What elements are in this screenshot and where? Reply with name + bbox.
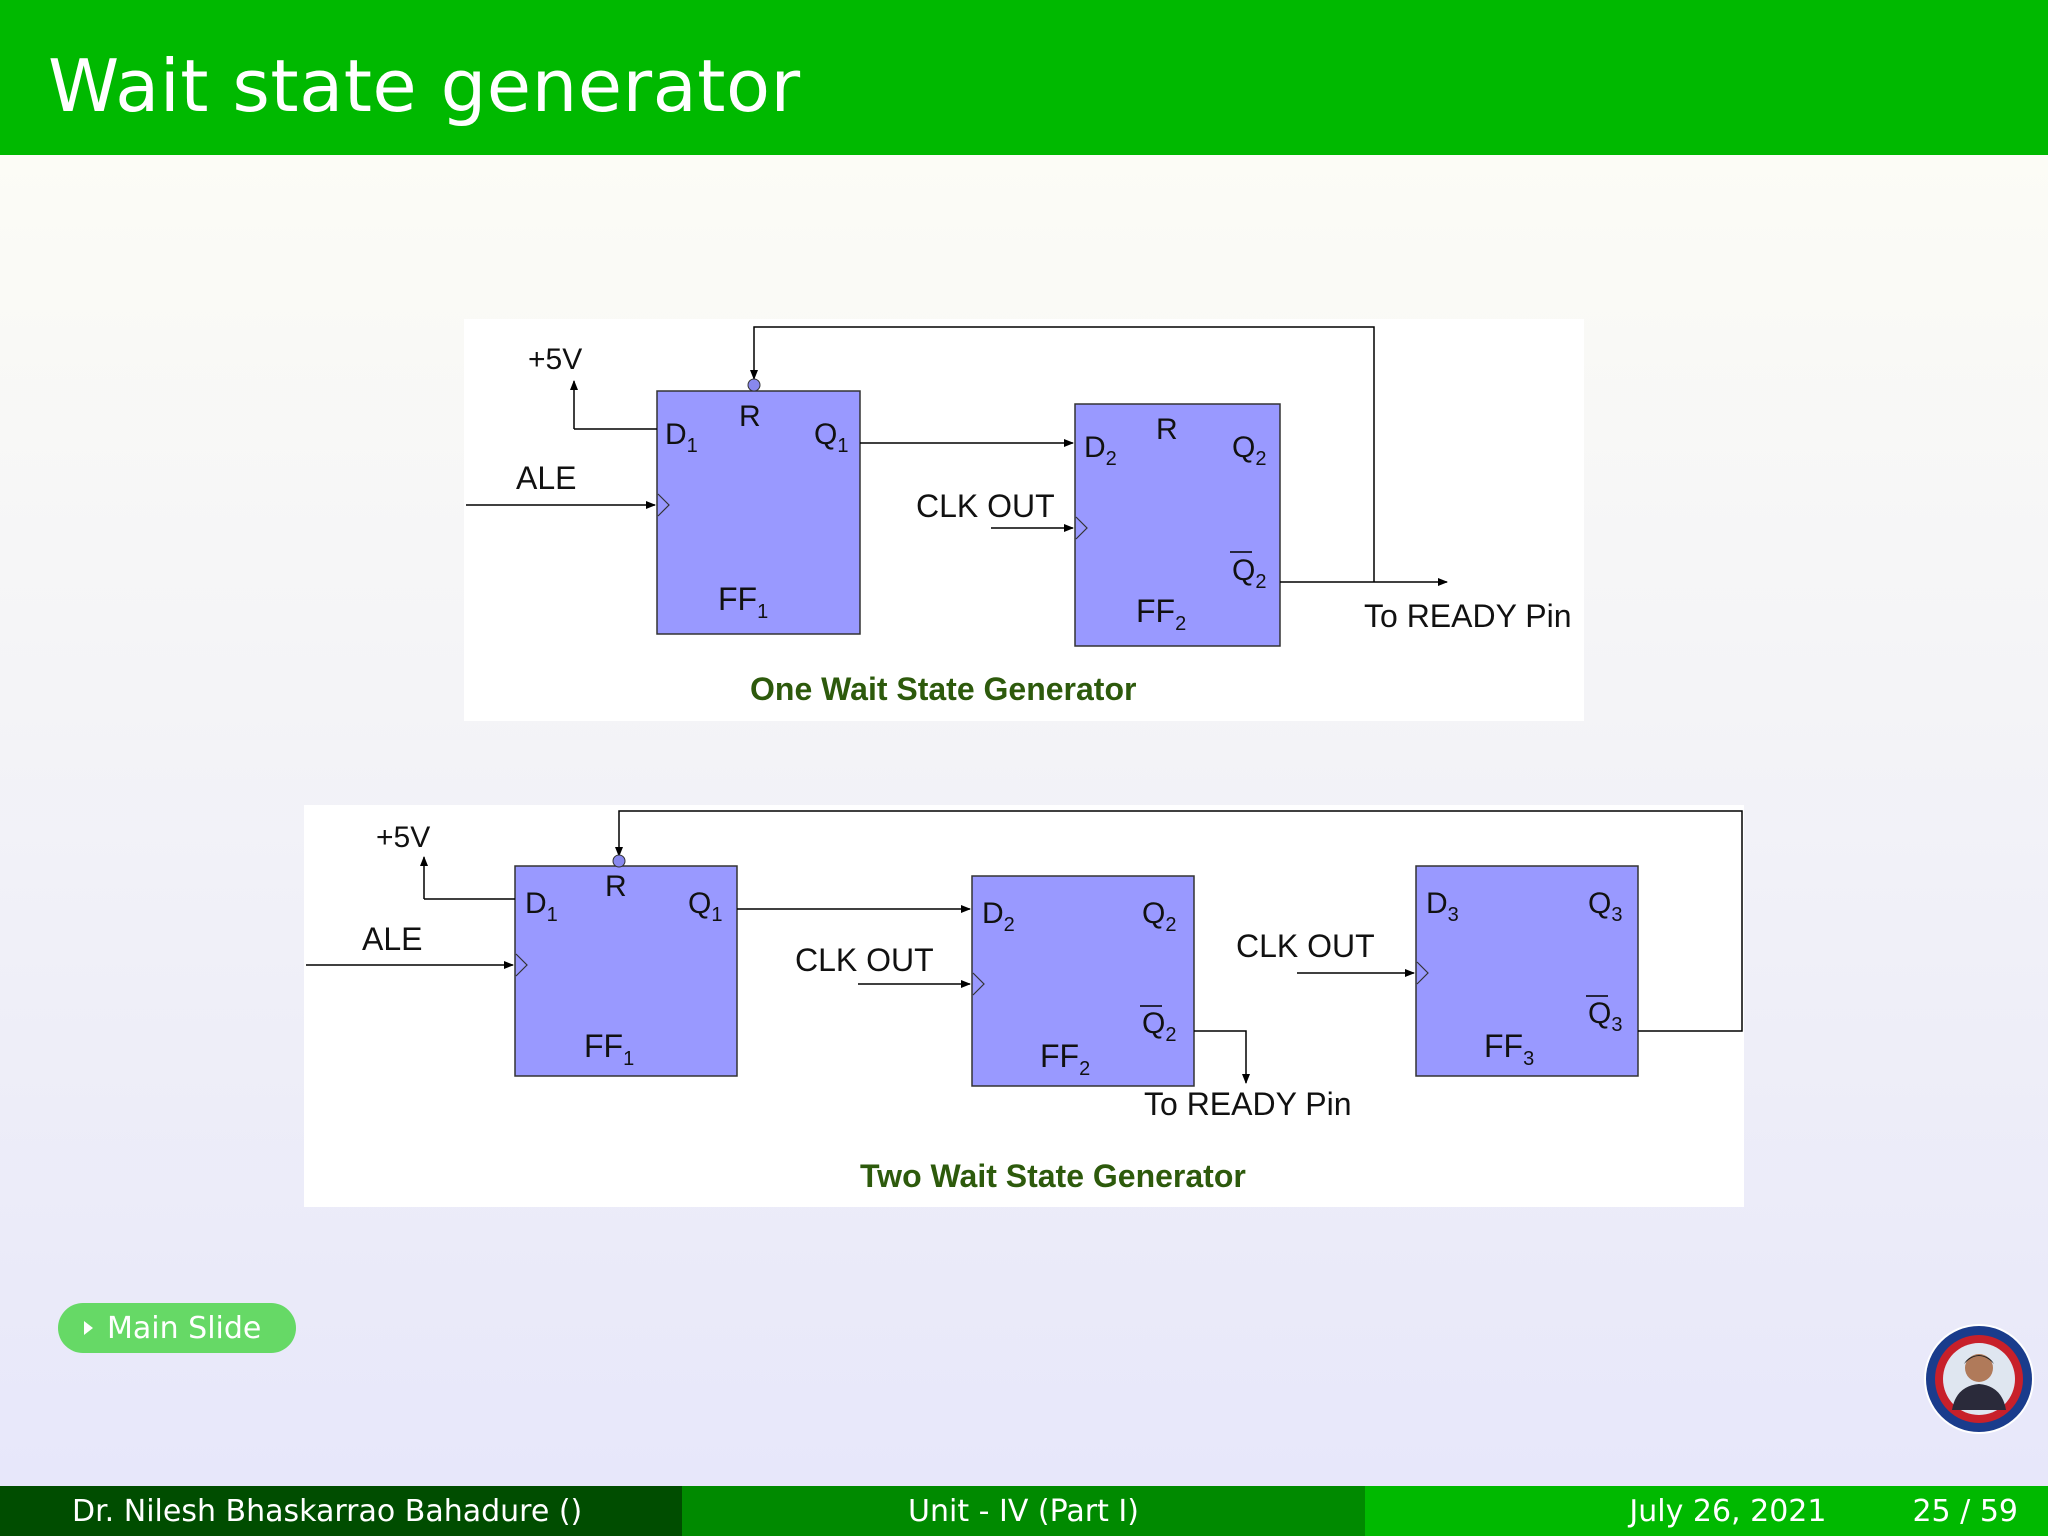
footer-date-page: July 26, 2021 25 / 59 <box>1365 1486 2048 1536</box>
two-wait-state-diagram: +5V ALE CLK OUT To READY Pin CLK OUT D1 … <box>304 805 1744 1207</box>
ff1-reset-label: R <box>739 400 761 433</box>
flipflop-ff2 <box>1074 403 1281 647</box>
main-slide-label: Main Slide <box>107 1310 262 1346</box>
clk-out-label: CLK OUT <box>916 488 1055 524</box>
footer-author: Dr. Nilesh Bhaskarrao Bahadure () <box>0 1486 682 1536</box>
ff1-d-label: D1 <box>665 418 698 457</box>
footer-unit: Unit - IV (Part I) <box>682 1486 1365 1536</box>
ale-label: ALE <box>516 460 576 496</box>
supply-label: +5V <box>528 343 582 376</box>
ff2-name-label: FF2 <box>1040 1038 1090 1080</box>
ff2-q-label: Q2 <box>1232 431 1266 470</box>
play-arrow-icon <box>84 1321 93 1335</box>
flipflop-ff1 <box>514 865 738 1077</box>
slide-title: Wait state generator <box>48 44 801 128</box>
footer-page-number: 25 / 59 <box>1912 1493 2018 1529</box>
ale-label: ALE <box>362 921 422 957</box>
ff3-d-label: D3 <box>1426 887 1459 926</box>
clk-out-2-label: CLK OUT <box>1236 928 1375 964</box>
ff3-qbar-label: Q3 <box>1588 997 1622 1036</box>
ready-pin-label: To READY Pin <box>1144 1086 1352 1122</box>
title-bar: Wait state generator <box>0 0 2048 155</box>
flipflop-ff3 <box>1415 865 1639 1077</box>
ff2-reset-label: R <box>1156 413 1178 446</box>
ff2-d-label: D2 <box>982 897 1015 936</box>
diagram1-caption: One Wait State Generator <box>750 671 1136 707</box>
main-slide-button[interactable]: Main Slide <box>58 1303 296 1353</box>
academy-logo <box>1924 1324 2034 1434</box>
ff3-name-label: FF3 <box>1484 1028 1534 1070</box>
ff1-name-label: FF1 <box>718 581 768 623</box>
ff1-reset-label: R <box>605 870 627 903</box>
one-wait-state-diagram: +5V ALE CLK OUT To READY Pin D1 R Q1 FF1… <box>464 319 1584 721</box>
ff2-qbar-label: Q2 <box>1232 554 1266 593</box>
ff3-q-label: Q3 <box>1588 887 1622 926</box>
ready-pin-label: To READY Pin <box>1364 598 1572 634</box>
flipflop-ff1 <box>656 390 861 635</box>
ff1-q-label: Q1 <box>688 887 722 926</box>
ff2-q-label: Q2 <box>1142 897 1176 936</box>
ff1-d-label: D1 <box>525 887 558 926</box>
ff2-qbar-label: Q2 <box>1142 1007 1176 1046</box>
ff1-q-label: Q1 <box>814 418 848 457</box>
footer-bar: Dr. Nilesh Bhaskarrao Bahadure () Unit -… <box>0 1486 2048 1536</box>
ff2-d-label: D2 <box>1084 431 1117 470</box>
diagram2-caption: Two Wait State Generator <box>860 1158 1246 1194</box>
clk-out-1-label: CLK OUT <box>795 942 934 978</box>
supply-label: +5V <box>376 821 430 854</box>
ff1-name-label: FF1 <box>584 1028 634 1070</box>
flipflop-ff2 <box>971 875 1195 1087</box>
ff2-name-label: FF2 <box>1136 593 1186 635</box>
footer-date: July 26, 2021 <box>1629 1493 1827 1529</box>
